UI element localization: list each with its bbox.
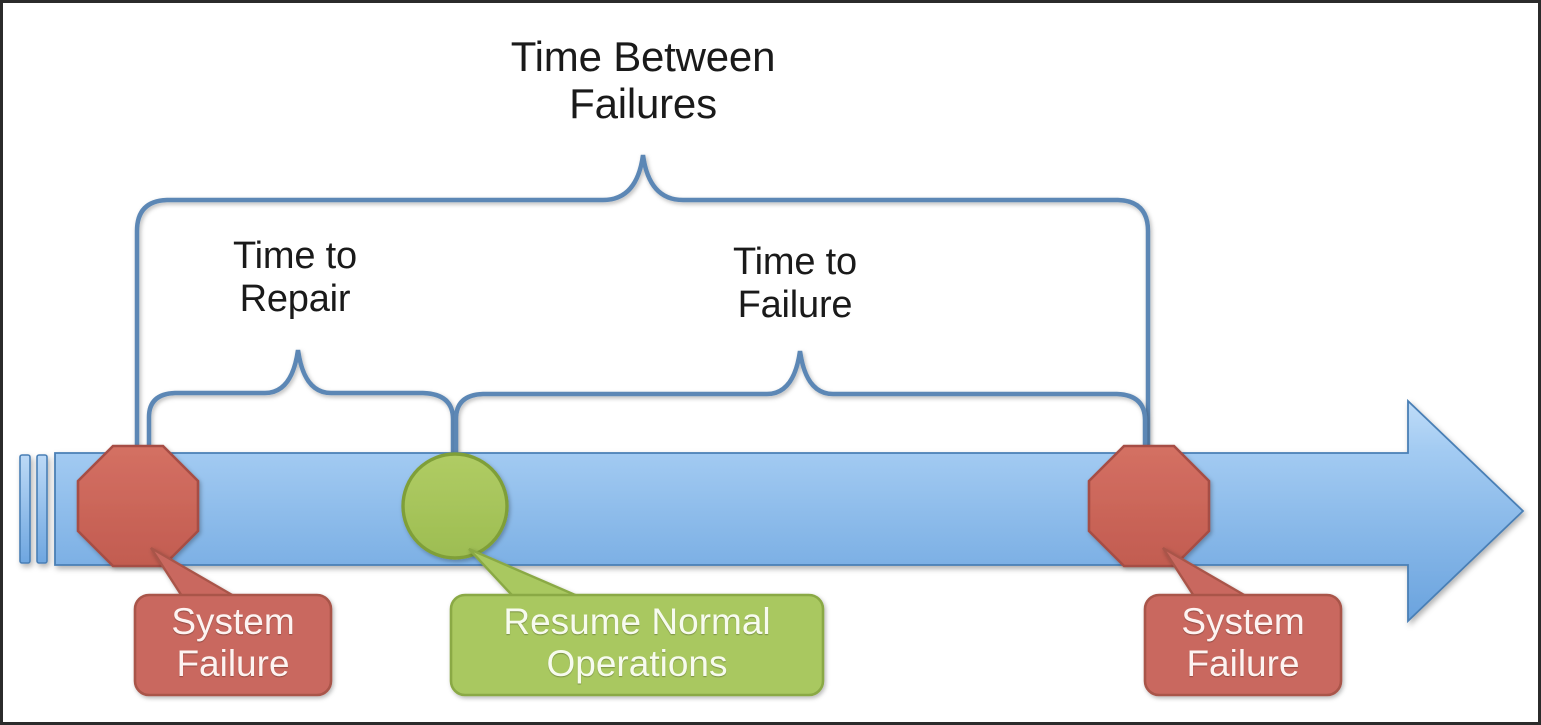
callout-body-resume <box>449 593 825 697</box>
timeline-arrow-shape <box>54 398 1525 624</box>
callout-body-left <box>133 593 333 697</box>
resume-operations-circle[interactable] <box>401 452 509 560</box>
time-to-failure-label: Time to Failure <box>733 241 857 326</box>
timeline-break-mark-1 <box>19 454 31 564</box>
timeline-break-mark-2 <box>36 454 48 564</box>
time-to-repair-brace <box>146 349 456 456</box>
callout-resume-normal-operations[interactable] <box>449 547 825 697</box>
system-failure-octagon-right[interactable] <box>1087 444 1211 568</box>
callout-system-failure-left[interactable] <box>133 546 333 697</box>
callout-body-right <box>1143 593 1343 697</box>
callout-system-failure-right[interactable] <box>1143 546 1343 697</box>
time-to-repair-label: Time to Repair <box>233 235 357 320</box>
system-failure-octagon-left[interactable] <box>76 444 200 568</box>
time-arrow <box>19 398 1525 624</box>
time-between-failures-brace <box>134 154 1151 453</box>
diagram-svg <box>19 154 1525 697</box>
time-between-failures-label: Time Between Failures <box>510 33 776 128</box>
time-to-failure-brace <box>453 350 1148 456</box>
